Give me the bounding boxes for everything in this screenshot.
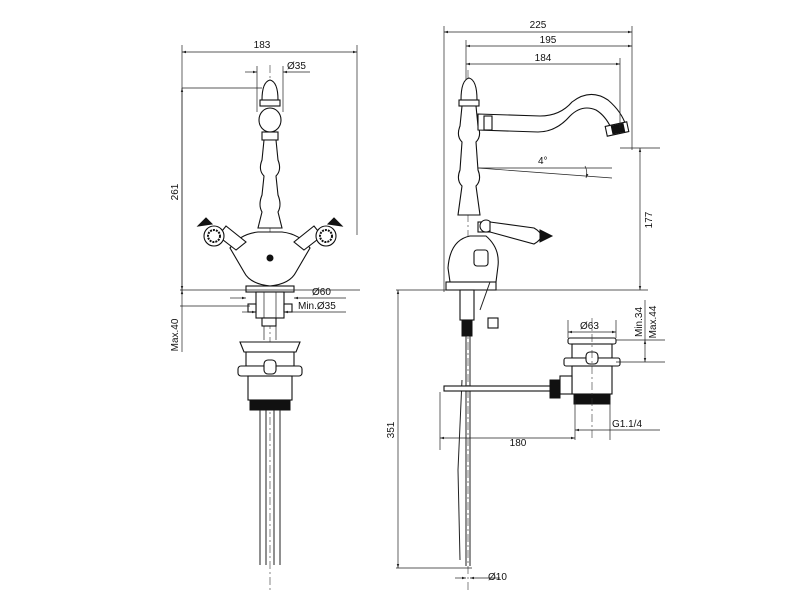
dim-base-diameter: Ø60 [312, 287, 331, 298]
dim-rod-length: 180 [510, 438, 527, 449]
side-view-faucet [443, 70, 630, 590]
dim-waste-thread: G1.1/4 [612, 419, 642, 430]
side-view-dimensions: 225 195 184 4° 177 351 180 Ø10 Ø63 Min.3… [386, 20, 665, 583]
front-view-dimensions: 183 Ø35 261 Ø60 Min.Ø35 Max.40 [170, 40, 360, 352]
dim-waste-min: Min.34 [634, 307, 645, 337]
dim-hole-min: Min.Ø35 [298, 301, 336, 312]
dim-waste-diameter: Ø63 [580, 321, 599, 332]
dim-deck-max: Max.40 [170, 318, 181, 351]
dim-front-height: 261 [170, 183, 181, 200]
dim-outlet-height: 177 [644, 211, 655, 228]
dim-waste-max: Max.44 [648, 305, 659, 338]
dim-rod-diameter: Ø10 [488, 572, 507, 583]
dim-spout-reach: 195 [540, 35, 557, 46]
dim-outlet-reach: 184 [535, 53, 552, 64]
dim-overall-depth: 225 [530, 20, 547, 31]
dim-total-height: 351 [386, 421, 397, 438]
dim-angle: 4° [538, 156, 548, 167]
front-view-faucet [196, 65, 344, 590]
dim-front-width: 183 [254, 40, 271, 51]
dim-spout-diameter: Ø35 [287, 61, 306, 72]
